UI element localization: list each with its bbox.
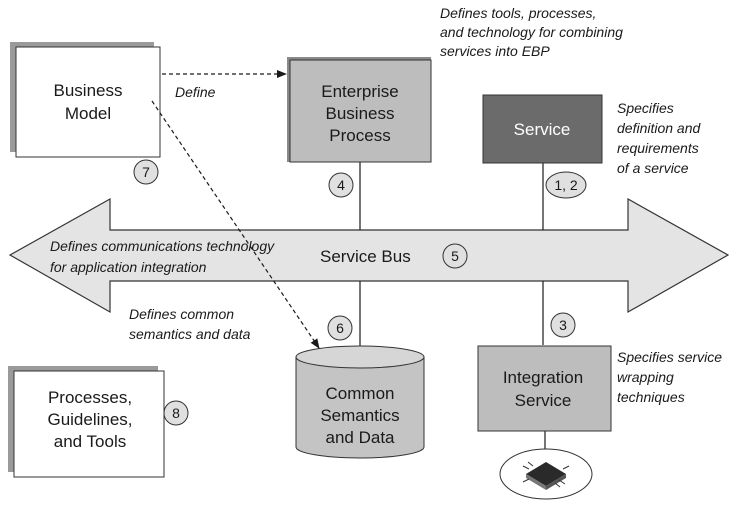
common-semantics-label-3: and Data — [326, 428, 396, 447]
integration-note-3: techniques — [617, 389, 685, 405]
pgt-label-2: Guidelines, — [47, 410, 132, 429]
pgt-label-1: Processes, — [48, 388, 132, 407]
integration-note-2: wrapping — [617, 369, 674, 385]
integration-service-box — [477, 345, 612, 432]
badge-1-2 — [545, 171, 587, 199]
badge-1-2-label: 1, 2 — [554, 177, 578, 193]
badge-3-label: 3 — [559, 317, 567, 333]
ebp-label-3: Process — [329, 126, 390, 145]
pgt-box — [13, 370, 165, 478]
integration-note-1: Specifies service — [617, 349, 722, 365]
ebp-label-1: Enterprise — [321, 82, 398, 101]
business-model-label-1: Business — [54, 81, 123, 100]
service-note-4: of a service — [617, 160, 689, 176]
badge-4-label: 4 — [337, 177, 345, 193]
service-bus-arrow — [8, 197, 730, 314]
ebp-label-2: Business — [326, 104, 395, 123]
badge-8-label: 8 — [172, 405, 180, 421]
badge-7 — [133, 159, 159, 185]
service-note-2: definition and — [617, 120, 702, 136]
badge-4 — [328, 172, 354, 198]
define-note: Define — [175, 84, 216, 100]
bm-to-common-arrow — [151, 100, 320, 349]
integration-service-label-1: Integration — [503, 368, 583, 387]
common-semantics-cylinder — [295, 357, 425, 459]
ebp-box — [289, 59, 432, 163]
ebp-note-2: and technology for combining — [440, 24, 623, 40]
badge-8 — [163, 400, 189, 426]
badge-6-label: 6 — [336, 320, 344, 336]
common-note-2: semantics and data — [129, 326, 251, 342]
pgt-label-3: and Tools — [54, 432, 126, 451]
common-semantics-label-1: Common — [326, 384, 395, 403]
badge-6 — [327, 315, 353, 341]
ebp-note-3: services into EBP — [440, 43, 550, 59]
business-model-label-2: Model — [65, 104, 111, 123]
service-note-3: requirements — [617, 140, 699, 156]
common-note-1: Defines common — [129, 306, 234, 322]
bus-note-2: for application integration — [50, 259, 207, 275]
application-chip-icon — [499, 448, 593, 500]
service-bus-label: Service Bus — [320, 247, 411, 266]
common-semantics-cylinder-top — [295, 345, 425, 369]
bus-note-1: Defines communications technology — [50, 238, 275, 254]
badge-7-label: 7 — [142, 164, 150, 180]
common-semantics-label-2: Semantics — [320, 406, 399, 425]
badge-5-label: 5 — [451, 248, 459, 264]
badge-3 — [550, 312, 576, 338]
ebp-note-1: Defines tools, processes, — [440, 5, 596, 21]
service-box — [482, 94, 603, 164]
badge-5 — [442, 243, 468, 269]
business-model-box — [15, 46, 161, 158]
service-label: Service — [514, 120, 571, 139]
service-note-1: Specifies — [617, 100, 674, 116]
integration-service-label-2: Service — [515, 391, 572, 410]
